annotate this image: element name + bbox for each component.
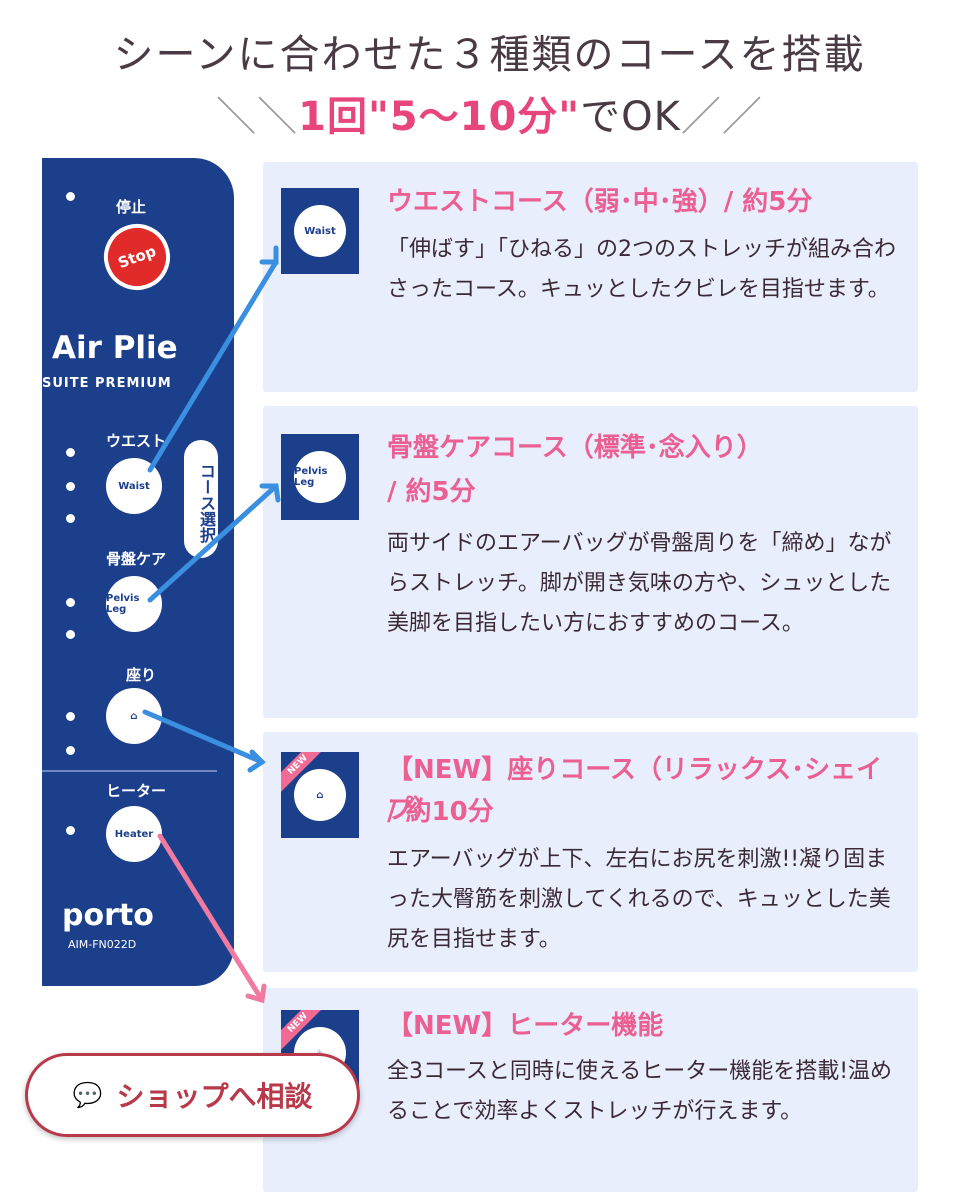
heater-label: ヒーター — [106, 782, 167, 800]
divider — [42, 770, 217, 772]
brand-logo: Air Plie — [52, 330, 178, 366]
course-card-seat: ⌂ NEW 【NEW】座りコース（リラックス･シェイプ） / 約10分 エアーバ… — [263, 732, 918, 972]
course-description: 「伸ばす」「ひねる」の2つのストレッチが組み合わさったコース。キュッとしたクビレ… — [387, 237, 896, 302]
arrow-seat-head — [247, 749, 266, 773]
subtitle-prefix: ＼＼ — [216, 94, 299, 140]
arrow-waist-head — [259, 245, 279, 265]
porto-logo: porto — [62, 898, 154, 933]
subtitle-end: ／／ — [680, 94, 763, 140]
seat-label: 座り — [126, 666, 157, 684]
course-card-waist: Waist ウエストコース（弱･中･強）/ 約5分 「伸ばす」「ひねる」の2つの… — [263, 162, 918, 392]
course-heading: ウエストコース（弱･中･強）/ 約5分 — [387, 187, 813, 217]
course-duration: / 約10分 — [387, 797, 494, 827]
indicator-dot — [66, 712, 75, 721]
remote-control: 停止 Stop Air Plie SUITE PREMIUM ウエスト Wais… — [42, 158, 234, 986]
chat-bubble-icon: 💬 — [72, 1081, 103, 1109]
indicator-dot — [66, 448, 75, 457]
course-description: 両サイドのエアーバッグが骨盤周りを「締め」ながらストレッチ。脚が開き気味の方や、… — [387, 531, 892, 636]
page-title: シーンに合わせた３種類のコースを搭載 — [113, 32, 866, 78]
shop-consult-label: ショップへ相談 — [116, 1080, 313, 1113]
seat-course-icon: ⌂ NEW — [281, 752, 359, 838]
waist-course-icon: Waist — [281, 188, 359, 274]
arrow-heater-head — [245, 983, 267, 1004]
pelvis-icon: Pelvis Leg — [294, 451, 346, 503]
model-number: AIM-FN022D — [68, 938, 137, 951]
course-card-pelvis: Pelvis Leg 骨盤ケアコース（標準･念入り） / 約5分 両サイドのエア… — [263, 406, 918, 718]
waist-icon: Waist — [294, 205, 346, 257]
subtitle-suffix: でOK — [580, 94, 681, 140]
indicator-dot — [66, 746, 75, 755]
arrow-pelvis — [147, 483, 279, 603]
brand-subtitle: SUITE PREMIUM — [42, 376, 172, 391]
shop-consult-button[interactable]: 💬 ショップへ相談 — [25, 1053, 360, 1137]
arrow-heater — [157, 833, 265, 1003]
indicator-dot — [66, 482, 75, 491]
indicator-dot — [66, 514, 75, 523]
arrow-pelvis-head — [259, 483, 281, 503]
course-heading: 【NEW】座りコース（リラックス･シェイプ） — [387, 755, 883, 825]
indicator-dot — [66, 598, 75, 607]
page-subtitle: ＼＼1回"5～10分"でOK／／ — [0, 84, 979, 142]
pelvis-label: 骨盤ケア — [106, 550, 167, 568]
indicator-dot — [66, 192, 75, 201]
waist-label: ウエスト — [106, 432, 167, 450]
seat-icon: ⌂ — [294, 769, 346, 821]
indicator-dot — [66, 826, 75, 835]
course-description: エアーバッグが上下、左右にお尻を刺激!!凝り固まった大臀筋を刺激してくれるので、… — [387, 847, 891, 952]
pelvis-course-icon: Pelvis Leg — [281, 434, 359, 520]
course-select-tag: コース選択 — [184, 440, 218, 558]
heater-button[interactable]: Heater — [106, 806, 162, 862]
course-heading: 【NEW】ヒーター機能 — [387, 1011, 664, 1041]
subtitle-highlight: 1回"5～10分" — [298, 94, 581, 140]
arrow-seat — [142, 709, 265, 765]
arrow-waist — [147, 259, 279, 473]
course-duration: / 約5分 — [387, 477, 476, 507]
course-description: 全3コースと同時に使えるヒーター機能を搭載!温めることで効率よくストレッチが行え… — [387, 1059, 893, 1124]
course-heading: 骨盤ケアコース（標準･念入り） — [387, 433, 763, 463]
course-card-heater: ♨ NEW 【NEW】ヒーター機能 全3コースと同時に使えるヒーター機能を搭載!… — [263, 988, 918, 1192]
pelvis-button[interactable]: Pelvis Leg — [106, 576, 162, 632]
seat-icon: ⌂ — [130, 710, 138, 722]
stop-label: 停止 — [116, 198, 147, 216]
indicator-dot — [66, 630, 75, 639]
